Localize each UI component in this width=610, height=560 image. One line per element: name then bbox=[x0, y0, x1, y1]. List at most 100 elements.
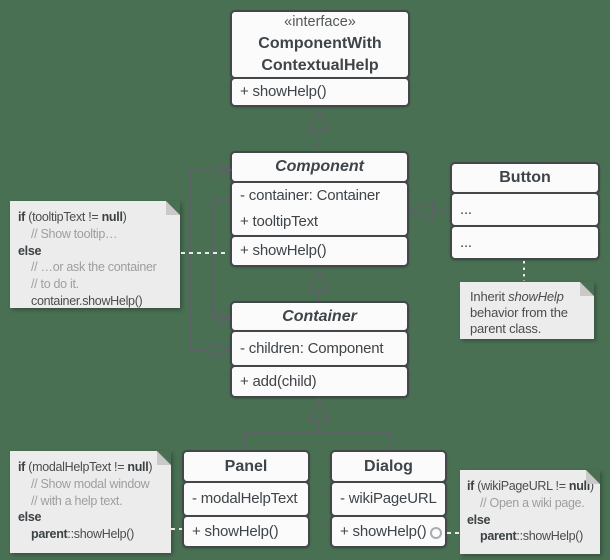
component-fields-section: - container: Container + tooltipText bbox=[230, 181, 409, 237]
field-tooltiptext: + tooltipText bbox=[240, 213, 318, 230]
code-comment: // Show tooltip… bbox=[31, 226, 118, 241]
container-methods-section: + add(child) bbox=[230, 365, 409, 398]
component-methods-section: + showHelp() bbox=[230, 235, 409, 267]
code-line: if (tooltipText != null) bbox=[18, 209, 176, 226]
panel-title-section: Panel bbox=[182, 450, 310, 483]
code-text: (wikiPageURL != bbox=[474, 479, 569, 493]
dialog-name: Dialog bbox=[364, 457, 413, 475]
inheritance-button-component bbox=[408, 199, 450, 223]
keyword-else: else bbox=[18, 510, 42, 525]
field-children: - children: Component bbox=[240, 339, 384, 357]
hollow-triangle-arrow bbox=[307, 107, 331, 132]
hollow-triangle-arrow bbox=[307, 397, 331, 422]
hollow-triangle-arrow bbox=[307, 267, 331, 292]
button-title-section: Button bbox=[450, 162, 600, 194]
realization-component-interface bbox=[307, 107, 331, 151]
code-line: parent::showHelp() bbox=[18, 526, 167, 543]
note-inherit-showhelp: Inherit showHelp behavior from the paren… bbox=[460, 282, 594, 339]
panel-name: Panel bbox=[224, 457, 268, 475]
method-showhelp: + showHelp() bbox=[240, 83, 327, 100]
method-showhelp: + showHelp() bbox=[340, 522, 427, 540]
panel-methods-section: + showHelp() bbox=[182, 515, 310, 548]
keyword-else: else bbox=[467, 512, 491, 527]
code-line: else bbox=[18, 509, 167, 526]
association-component-container-field bbox=[211, 199, 231, 326]
code-comment: // Open a wiki page. bbox=[480, 495, 585, 510]
inheritance-container-component bbox=[307, 267, 331, 301]
code-line: if (wikiPageURL != null) bbox=[467, 478, 596, 495]
interface-stereotype: «interface» bbox=[284, 14, 356, 30]
code-line: else bbox=[18, 243, 176, 260]
keyword-null: null bbox=[127, 460, 149, 474]
keyword-parent: parent bbox=[31, 527, 68, 542]
inheritance-panel-dialog-container bbox=[244, 397, 391, 450]
field-modalhelptext: - modalHelpText bbox=[192, 490, 298, 507]
button-ellipsis-row: ... bbox=[460, 200, 472, 218]
keyword-if: if bbox=[18, 210, 26, 224]
method-showhelp: + showHelp() bbox=[240, 242, 327, 259]
code-comment: // Show modal window bbox=[31, 476, 150, 491]
note-text: behavior from the parent class. bbox=[470, 305, 568, 336]
solid-line bbox=[211, 199, 229, 319]
container-title-section: Container bbox=[230, 301, 409, 332]
button-name: Button bbox=[499, 169, 551, 186]
interface-name-line2: ContextualHelp bbox=[261, 57, 379, 74]
dialog-title-section: Dialog bbox=[330, 450, 447, 483]
code-text: ::showHelp() bbox=[67, 527, 134, 542]
code-text: ) bbox=[589, 479, 594, 493]
code-comment: // with a help text. bbox=[31, 493, 123, 508]
note-tooltip-code: if (tooltipText != null) // Show tooltip… bbox=[10, 201, 180, 308]
code-line: container.showHelp() bbox=[31, 293, 143, 308]
solid-line bbox=[189, 169, 229, 351]
note-text: Inherit bbox=[470, 289, 509, 304]
component-name: Component bbox=[275, 158, 364, 175]
keyword-if: if bbox=[467, 479, 475, 493]
keyword-null: null bbox=[568, 479, 590, 493]
note-fold-corner bbox=[580, 282, 594, 296]
class-box-container: Container - children: Component + add(ch… bbox=[230, 301, 409, 398]
code-line: parent::showHelp() bbox=[467, 528, 596, 545]
container-name: Container bbox=[282, 307, 357, 325]
interface-title-section: «interface» ComponentWith ContextualHelp bbox=[230, 10, 410, 79]
code-line: else bbox=[467, 512, 596, 529]
component-title-section: Component bbox=[230, 151, 409, 183]
note-wiki-code: if (wikiPageURL != null) // Open a wiki … bbox=[460, 470, 600, 554]
field-container: - container: Container bbox=[240, 187, 380, 204]
panel-fields-section: - modalHelpText bbox=[182, 481, 310, 517]
code-line: if (modalHelpText != null) bbox=[18, 459, 167, 476]
hollow-diamond bbox=[202, 341, 230, 359]
code-text: ::showHelp() bbox=[516, 529, 583, 544]
class-box-button: Button ... ... bbox=[450, 162, 600, 260]
button-fields-section: ... bbox=[450, 192, 600, 227]
button-methods-section: ... bbox=[450, 225, 600, 260]
code-comment: // to do it. bbox=[31, 277, 79, 292]
note-modal-code: if (modalHelpText != null) // Show modal… bbox=[10, 451, 171, 553]
note-fold-corner bbox=[166, 201, 180, 215]
note-fold-corner bbox=[586, 470, 600, 484]
method-showhelp: + showHelp() bbox=[192, 522, 279, 540]
interface-methods-section: + showHelp() bbox=[230, 77, 410, 107]
button-ellipsis-row: ... bbox=[460, 233, 472, 251]
code-text: ) bbox=[148, 460, 153, 474]
open-arrowhead bbox=[217, 162, 232, 178]
keyword-null: null bbox=[101, 210, 123, 224]
note-fold-corner bbox=[157, 451, 171, 465]
code-text: (modalHelpText != bbox=[25, 460, 128, 474]
field-wikipageurl: - wikiPageURL bbox=[340, 490, 437, 507]
dialog-methods-section: + showHelp() bbox=[330, 515, 447, 548]
keyword-if: if bbox=[18, 460, 26, 474]
class-box-component: Component - container: Container + toolt… bbox=[230, 151, 409, 267]
note-text-italic: showHelp bbox=[508, 289, 564, 304]
hollow-triangle-arrow bbox=[408, 199, 434, 223]
class-box-dialog: Dialog - wikiPageURL + showHelp() bbox=[330, 450, 447, 548]
interface-name-line1: ComponentWith bbox=[258, 35, 382, 52]
code-text: ) bbox=[122, 210, 127, 224]
open-arrowhead bbox=[216, 310, 231, 326]
solid-line bbox=[244, 421, 391, 450]
aggregation-container-children-component bbox=[189, 162, 232, 359]
class-box-panel: Panel - modalHelpText + showHelp() bbox=[182, 450, 310, 548]
code-text: (tooltipText != bbox=[25, 210, 102, 224]
class-box-interface: «interface» ComponentWith ContextualHelp… bbox=[230, 10, 410, 107]
keyword-else: else bbox=[18, 243, 42, 258]
